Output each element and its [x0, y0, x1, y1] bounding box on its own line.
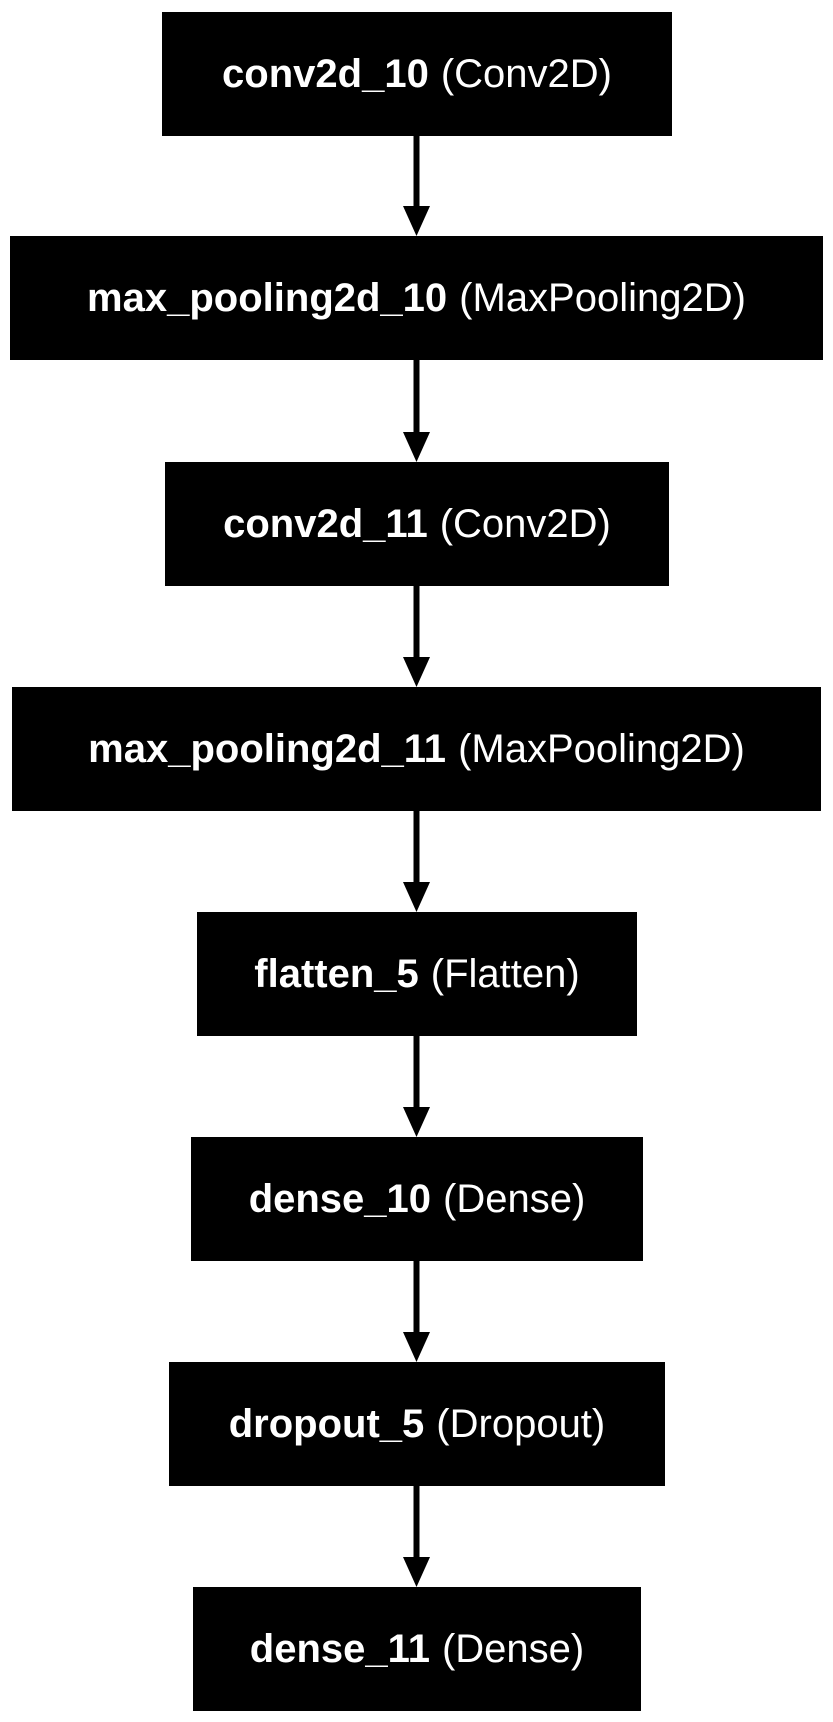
layer-box-dense-10: dense_10 (Dense) [191, 1137, 643, 1261]
arrow-dense-10-to-dropout-5 [403, 1261, 430, 1362]
layer-name: dropout_5 [228, 1401, 425, 1446]
layer-type: (Dropout) [436, 1401, 606, 1446]
arrow-max-pooling2d-10-to-conv2d-11 [403, 360, 430, 462]
layer-type: (MaxPooling2D) [458, 726, 745, 771]
layer-name: conv2d_10 [222, 51, 429, 96]
layer-type: (Conv2D) [439, 501, 611, 546]
arrow-flatten-5-to-dense-10 [403, 1036, 430, 1137]
layer-name: flatten_5 [254, 951, 419, 996]
arrow-conv2d-11-to-max-pooling2d-11 [403, 586, 430, 687]
layer-type: (MaxPooling2D) [459, 275, 746, 320]
layer-box-dense-11: dense_11 (Dense) [193, 1587, 641, 1711]
layer-box-max-pooling2d-11: max_pooling2d_11 (MaxPooling2D) [12, 687, 821, 811]
layer-box-max-pooling2d-10: max_pooling2d_10 (MaxPooling2D) [10, 236, 823, 360]
arrow-conv2d-10-to-max-pooling2d-10 [403, 136, 430, 236]
layer-name: max_pooling2d_10 [87, 275, 448, 320]
layer-name: dense_10 [248, 1176, 432, 1221]
layer-box-conv2d-10: conv2d_10 (Conv2D) [162, 12, 672, 136]
layer-box-conv2d-11: conv2d_11 (Conv2D) [165, 462, 669, 586]
layer-name: conv2d_11 [223, 501, 428, 546]
layer-box-flatten-5: flatten_5 (Flatten) [197, 912, 637, 1036]
layer-type: (Flatten) [430, 951, 580, 996]
arrow-dropout-5-to-dense-11 [403, 1486, 430, 1587]
layer-name: dense_11 [249, 1626, 430, 1671]
layer-type: (Dense) [443, 1176, 586, 1221]
layer-type: (Dense) [441, 1626, 585, 1671]
layer-type: (Conv2D) [440, 51, 612, 96]
arrow-max-pooling2d-11-to-flatten-5 [403, 811, 430, 912]
layer-name: max_pooling2d_11 [88, 726, 447, 771]
layer-box-dropout-5: dropout_5 (Dropout) [169, 1362, 665, 1486]
